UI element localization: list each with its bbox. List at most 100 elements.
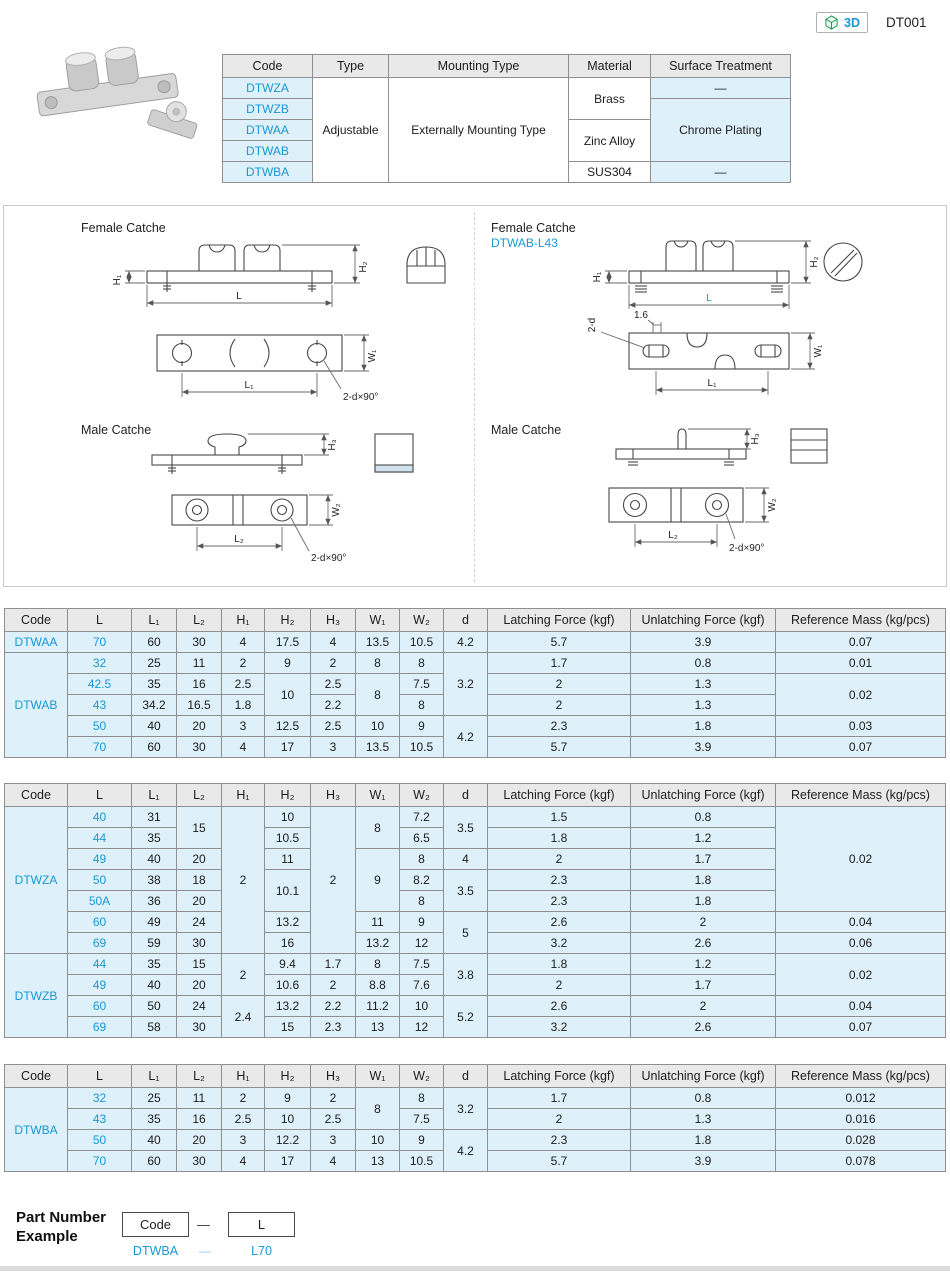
value-cell: 31 [131,806,177,828]
value-cell: 0.07 [775,631,946,653]
part-code-cell[interactable]: 50 [67,869,132,891]
part-code-cell[interactable]: 60 [67,911,132,933]
value-cell: 30 [176,736,222,758]
part-code-cell[interactable]: 43 [67,694,132,716]
column-header: Material [568,54,651,78]
value-cell: 3 [221,1129,265,1151]
part-code-cell[interactable]: DTWZB [4,953,68,1038]
column-header: Code [222,54,313,78]
drawing-title: Male Catche [491,423,562,437]
part-number-example-code[interactable]: DTWBA [132,1244,179,1258]
value-cell: 0.8 [630,652,776,674]
part-code-cell[interactable]: 44 [67,953,132,975]
part-code-cell[interactable]: 50A [67,890,132,912]
part-code-cell[interactable]: DTWBA [222,161,313,183]
part-code-cell[interactable]: 40 [67,806,132,828]
part-code-cell[interactable]: DTWZB [222,98,313,120]
value-cell: 2.6 [487,911,631,933]
view-3d-badge[interactable]: 3D [816,12,868,33]
part-code-cell[interactable]: DTWAB [222,140,313,162]
value-cell: 2.2 [310,694,356,716]
value-cell: 30 [176,932,222,954]
part-code-cell[interactable]: DTWZA [4,806,68,954]
part-code-cell[interactable]: 50 [67,1129,132,1151]
value-cell: 34.2 [131,694,177,716]
value-cell: 10.5 [399,736,444,758]
value-cell: 8 [355,953,400,975]
part-code-cell[interactable]: 43 [67,1108,132,1130]
part-code-cell[interactable]: 69 [67,932,132,954]
value-cell: 2 [310,652,356,674]
column-header: H₁ [221,1064,265,1088]
value-cell: 12.2 [264,1129,311,1151]
value-cell: 4 [310,1150,356,1172]
value-cell: 0.04 [775,995,946,1017]
part-code-cell[interactable]: DTWBA [4,1087,68,1172]
value-cell: 3 [310,736,356,758]
value-cell: 4 [221,1150,265,1172]
column-header: H₃ [310,783,356,807]
value-cell: 40 [131,1129,177,1151]
value-cell: 0.07 [775,736,946,758]
male-catch-left: Male Catche [73,419,473,575]
part-code-cell[interactable]: DTWAB [4,652,68,758]
part-code-cell[interactable]: DTWAA [222,119,313,141]
value-cell: 60 [131,1150,177,1172]
part-code-cell[interactable]: 44 [67,827,132,849]
part-code-cell[interactable]: 49 [67,974,132,996]
part-code-cell[interactable]: 70 [67,1150,132,1172]
part-code-cell[interactable]: 49 [67,848,132,870]
part-code-cell[interactable]: 32 [67,1087,132,1109]
column-header: Code [4,1064,68,1088]
value-cell: 1.8 [487,953,631,975]
column-header: L₂ [176,1064,222,1088]
column-header: L₁ [131,783,177,807]
value-cell: Externally Mounting Type [388,77,569,183]
part-code-cell[interactable]: DTWAA [4,631,68,653]
value-cell: 0.03 [775,715,946,737]
part-code-cell[interactable]: DTWZA [222,77,313,99]
value-cell: 10 [264,806,311,828]
column-header: H₂ [264,608,311,632]
part-code-cell[interactable]: 50 [67,715,132,737]
value-cell: 8 [399,848,444,870]
value-cell: 2.6 [630,932,776,954]
value-cell: 10.1 [264,869,311,912]
part-number-example-l[interactable]: L70 [251,1244,272,1258]
part-number-example-title: Part Number Example [16,1209,107,1245]
value-cell: 13.5 [355,631,400,653]
value-cell: 2 [487,848,631,870]
value-cell: 3.2 [487,1016,631,1038]
value-cell: 16 [176,1108,222,1130]
part-code-cell[interactable]: 42.5 [67,673,132,695]
part-code-cell[interactable]: 70 [67,631,132,653]
part-code-cell[interactable]: 32 [67,652,132,674]
drawing-variant-code[interactable]: DTWAB-L43 [491,236,558,250]
value-cell: 9 [355,848,400,912]
column-header: H₁ [221,783,265,807]
value-cell: 0.028 [775,1129,946,1151]
column-header: W₁ [355,608,400,632]
value-cell: 38 [131,869,177,891]
value-cell: 2 [487,1108,631,1130]
part-code-cell[interactable]: 60 [67,995,132,1017]
value-cell: 4.2 [443,631,488,653]
part-code-cell[interactable]: 69 [67,1016,132,1038]
value-cell: Adjustable [312,77,389,183]
value-cell: 35 [131,1108,177,1130]
part-code-cell[interactable]: 70 [67,736,132,758]
dim-label-w2: W₂ [331,503,342,516]
column-header: Code [4,608,68,632]
value-cell: 5.2 [443,995,488,1038]
column-header: d [443,783,488,807]
value-cell: 40 [131,715,177,737]
column-header: Surface Treatment [650,54,791,78]
value-cell: 0.8 [630,1087,776,1109]
